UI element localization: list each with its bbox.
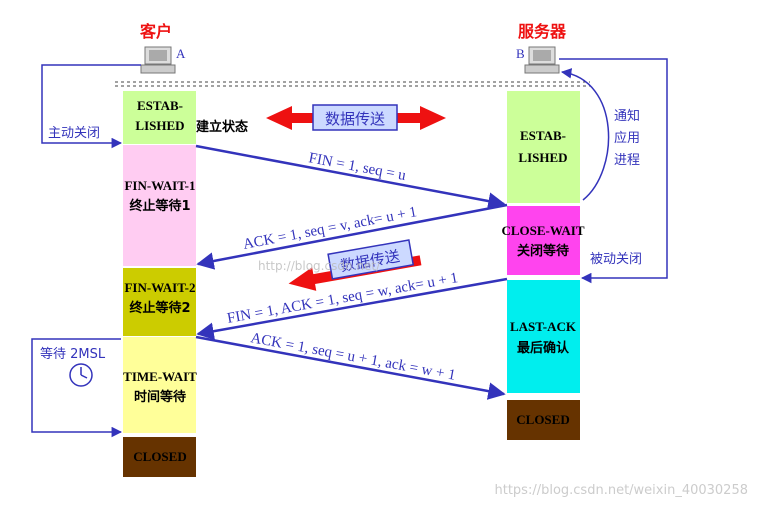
client-state-established-box [123, 91, 196, 144]
client-state-closed-box [123, 437, 196, 477]
ack2-arrow [195, 335, 506, 400]
wait-2msl-path [31, 338, 123, 438]
client-fin-wait-1-line2: 终止等待1 [129, 198, 190, 214]
client-fin-wait-2-line1: FIN-WAIT-2 [124, 280, 195, 295]
fin1-arrow [195, 144, 506, 210]
server-last-ack-line2: 最后确认 [517, 340, 570, 356]
client-state-fin-wait-2-box [123, 268, 196, 336]
notify-app-line1: 通知 [614, 108, 640, 124]
client-time-wait-line1: TIME-WAIT [123, 369, 197, 384]
client-fin-wait-1-line1: FIN-WAIT-1 [124, 178, 195, 193]
client-computer-icon [140, 46, 176, 74]
passive-close-label: 被动关闭 [590, 252, 642, 267]
data-transfer-mid-arrow [288, 239, 422, 291]
client-state-fin-wait-1-box [123, 145, 196, 266]
fin2-arrow [196, 277, 508, 340]
notify-app-line2: 应用 [614, 130, 640, 146]
client-letter: A [176, 46, 186, 61]
server-letter: B [516, 46, 525, 61]
server-established-line1: ESTAB- [520, 128, 566, 143]
server-computer-icon [524, 46, 560, 74]
watermark-bottom: https://blog.csdn.net/weixin_40030258 [494, 483, 748, 498]
data-transfer-top-arrow [266, 104, 446, 131]
server-last-ack-line1: LAST-ACK [510, 319, 577, 334]
client-closed-label: CLOSED [133, 449, 186, 464]
fin1-label: FIN = 1, seq = u [307, 150, 407, 184]
client-fin-wait-2-line2: 终止等待2 [129, 300, 190, 316]
passive-close-path [559, 58, 668, 284]
server-close-wait-line2: 关闭等待 [517, 243, 569, 259]
server-state-closed-box [507, 400, 580, 440]
ack2-label: ACK = 1, seq = u + 1, ack = w + 1 [249, 330, 457, 384]
data-transfer-top-label: 数据传送 [325, 110, 385, 128]
client-established-line2: LISHED [135, 118, 184, 133]
client-title: 客户 [140, 22, 172, 41]
server-close-wait-line1: CLOSE-WAIT [501, 223, 584, 238]
client-state-time-wait-box [123, 337, 196, 433]
notify-app-path [560, 68, 610, 201]
server-established-line2: LISHED [518, 150, 567, 165]
server-title: 服务器 [518, 22, 567, 41]
active-close-label: 主动关闭 [48, 126, 100, 141]
client-established-line1: ESTAB- [137, 98, 183, 113]
active-close-path [41, 64, 141, 149]
watermark-mid: http://blog.csdn.net/ [258, 259, 381, 273]
server-closed-label: CLOSED [516, 412, 569, 427]
client-established-cn: 建立状态 [196, 119, 248, 135]
notify-app-line3: 进程 [614, 153, 640, 168]
wait-2msl-label: 等待 2MSL [40, 346, 106, 362]
client-time-wait-line2: 时间等待 [134, 389, 186, 405]
ack1-arrow [196, 203, 508, 270]
server-state-last-ack-box [507, 280, 580, 393]
server-state-close-wait-box [507, 206, 580, 275]
server-state-established-box [507, 91, 580, 203]
clock-icon [69, 363, 93, 387]
